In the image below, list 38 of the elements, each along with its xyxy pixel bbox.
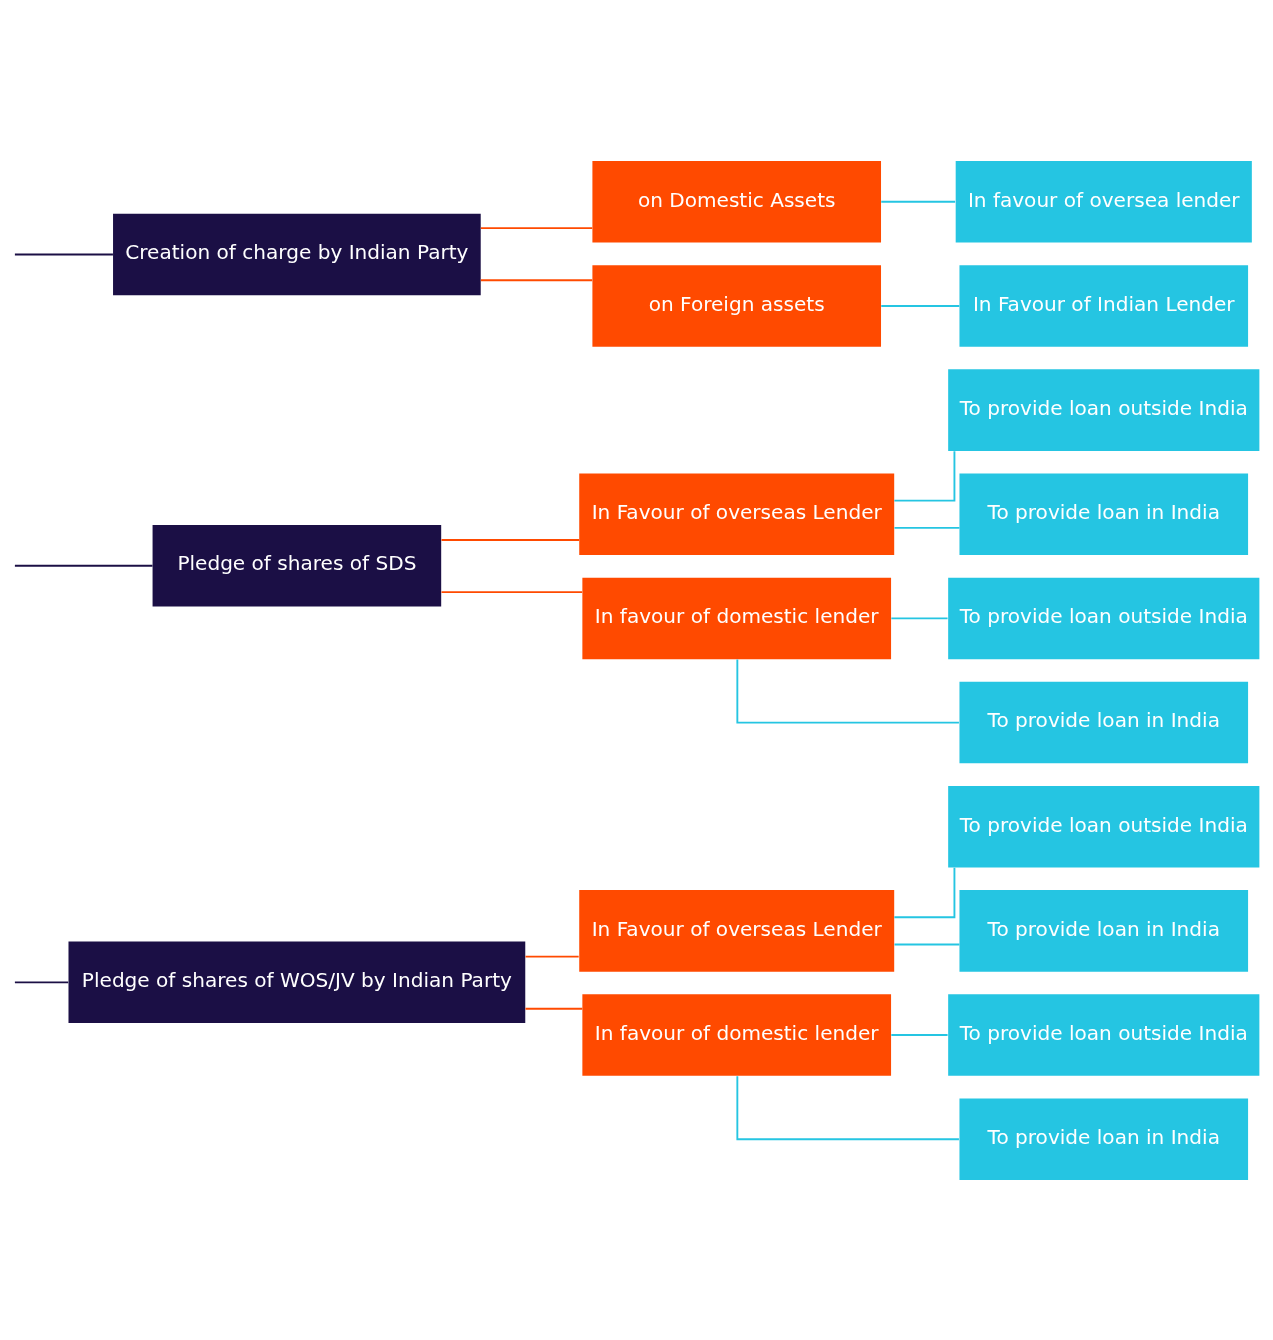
connector [890,1033,949,1036]
node-box: In Favour of overseas Lender [579,473,895,555]
node-box: To provide loan in India [959,681,1249,763]
connector [524,1007,584,1010]
node-box: To provide loan in India [959,1097,1249,1180]
connector [893,526,961,529]
node-box: In favour of oversea lender [955,160,1252,243]
connector [893,943,961,945]
node-box: Creation of charge by Indian Party [113,213,481,295]
node-box: In Favour of overseas Lender [579,889,895,972]
connector [736,658,960,724]
connector [440,538,581,541]
node-box: To provide loan in India [959,473,1249,555]
connector [736,1074,960,1140]
connector [13,564,154,567]
node-box: To provide loan outside India [948,785,1260,867]
connector [440,590,584,593]
node-box: To provide loan outside India [948,577,1260,659]
connector [880,304,961,307]
connector [880,200,957,203]
node-box: on Domestic Assets [592,160,882,243]
node-box: In favour of domestic lender [582,993,892,1076]
node-box: In favour of domestic lender [582,577,892,659]
node-box: Pledge of shares of SDS [152,524,442,606]
connector [479,278,594,281]
node-box: To provide loan in India [959,889,1249,972]
node-box: Pledge of shares of WOS/JV by Indian Party [68,941,526,1023]
connector [893,866,956,918]
node-box: To provide loan outside India [948,993,1260,1076]
node-box: on Foreign assets [592,264,882,347]
node-box: To provide loan outside India [948,368,1260,451]
connector [13,980,70,983]
connector [479,226,594,229]
connector [524,955,580,958]
connector [893,449,956,502]
node-box: In Favour of Indian Lender [959,264,1249,347]
connector [13,253,114,255]
connector [890,616,949,619]
